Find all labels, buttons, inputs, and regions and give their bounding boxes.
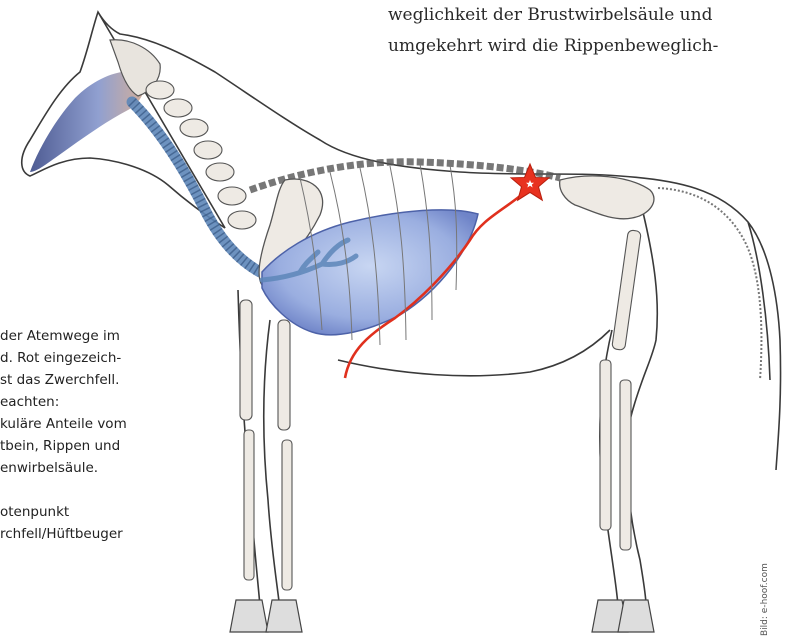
caption-line: st das Zwerchfell.: [0, 369, 230, 391]
caption-line: kuläre Anteile vom: [0, 413, 230, 435]
image-credit: Bild: e-hoof.com: [760, 546, 774, 636]
pelvis: [560, 176, 654, 219]
body-text-line: umgekehrt wird die Rippenbeweglich-: [388, 31, 778, 62]
caption-line: d. Rot eingezeich-: [0, 347, 230, 369]
caption-line: enwirbelsäule.: [0, 457, 230, 479]
caption-line: tbein, Rippen und: [0, 435, 230, 457]
hooves: [230, 600, 654, 632]
caption-line: der Atemwege im: [0, 325, 230, 347]
tail: [658, 188, 761, 380]
caption-line: eachten:: [0, 391, 230, 413]
body-text-line: weglichkeit der Brustwirbelsäule und: [388, 0, 778, 31]
caption-line: otenpunkt: [0, 501, 230, 523]
caption-line: rchfell/Hüftbeuger: [0, 523, 230, 545]
figure-caption: der Atemwege im d. Rot eingezeich- st da…: [0, 325, 230, 545]
head-airway-shading: [30, 71, 144, 172]
caption-line: [0, 479, 230, 501]
body-text: weglichkeit der Brustwirbelsäule und umg…: [388, 0, 778, 62]
